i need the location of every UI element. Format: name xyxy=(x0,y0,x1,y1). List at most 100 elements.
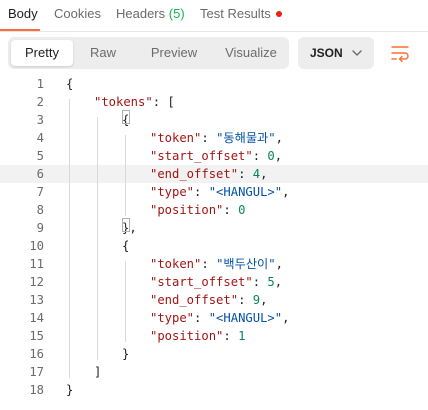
json-punctuation: : xyxy=(201,257,217,271)
line-number: 13 xyxy=(29,293,44,307)
json-key: "start_offset" xyxy=(150,149,253,163)
json-punctuation: : [ xyxy=(152,95,175,109)
bracket-match-close xyxy=(122,218,130,232)
json-key: "position" xyxy=(150,329,224,343)
code-text: ] xyxy=(94,363,101,381)
json-string: "<HANGUL>" xyxy=(208,185,283,199)
json-punctuation: , xyxy=(274,149,283,163)
code-text: "end_offset": 9, xyxy=(150,291,267,309)
json-punctuation: : xyxy=(223,329,239,343)
json-number: 4 xyxy=(252,167,261,181)
json-string: "백두산이" xyxy=(216,257,276,271)
json-punctuation: , xyxy=(275,257,283,271)
line-number: 18 xyxy=(29,383,44,397)
line-number: 12 xyxy=(29,275,44,289)
json-key: "end_offset" xyxy=(150,167,239,181)
code-text: "start_offset": 0, xyxy=(150,147,282,165)
json-punctuation: ] xyxy=(94,365,102,379)
wrap-lines-button[interactable] xyxy=(382,37,418,69)
json-punctuation: : xyxy=(252,275,268,289)
json-number: 5 xyxy=(267,275,275,289)
code-line: 13 "end_offset": 9, xyxy=(0,291,428,309)
tab-test-results-label: Test Results xyxy=(200,6,271,21)
json-punctuation: { xyxy=(122,113,130,127)
line-number: 14 xyxy=(29,311,44,325)
code-line: 9}, xyxy=(0,219,428,237)
code-text: { xyxy=(66,75,73,93)
tab-test-results[interactable]: Test Results xyxy=(200,6,282,22)
visualize-button[interactable]: Visualize xyxy=(225,45,277,60)
json-number: 0 xyxy=(238,203,246,217)
json-key: "token" xyxy=(150,131,202,145)
active-tab-indicator xyxy=(0,29,40,31)
code-line: 8 "position": 0 xyxy=(0,201,428,219)
json-punctuation: , xyxy=(260,167,268,181)
json-punctuation: : xyxy=(201,131,217,145)
code-text: "tokens": [ xyxy=(94,93,175,111)
code-text: "token": "동해물과", xyxy=(150,129,283,147)
json-punctuation: } xyxy=(66,383,74,397)
json-string: "<HANGUL>" xyxy=(208,311,283,325)
json-punctuation: : xyxy=(194,185,209,199)
json-punctuation: : xyxy=(223,203,239,217)
line-number: 16 xyxy=(29,347,44,361)
code-line: 12 "start_offset": 5, xyxy=(0,273,428,291)
line-number: 9 xyxy=(36,221,44,235)
headers-count-badge: (5) xyxy=(168,6,185,21)
json-punctuation: } xyxy=(122,347,130,361)
json-punctuation: , xyxy=(260,293,268,307)
code-text: "position": 1 xyxy=(150,327,245,345)
wrap-lines-icon xyxy=(391,46,409,63)
line-number: 7 xyxy=(36,185,44,199)
json-punctuation: : xyxy=(252,149,268,163)
raw-button[interactable]: Raw xyxy=(89,45,116,60)
indent-guide xyxy=(69,99,70,378)
chevron-down-icon xyxy=(352,50,362,56)
json-punctuation: { xyxy=(122,239,130,253)
json-number: 9 xyxy=(252,293,261,307)
line-number: 11 xyxy=(29,257,44,271)
line-number: 2 xyxy=(36,95,44,109)
code-text: } xyxy=(66,381,73,399)
code-text: "start_offset": 5, xyxy=(150,273,282,291)
json-key: "type" xyxy=(150,311,195,325)
code-line: 1{ xyxy=(0,75,428,93)
line-number: 1 xyxy=(36,77,44,91)
code-line: 10 { xyxy=(0,237,428,255)
view-mode-toggle: Pretty Raw Preview Visualize xyxy=(8,37,289,69)
indent-guide xyxy=(125,135,126,216)
tab-cookies-label: Cookies xyxy=(54,6,101,21)
json-key: "position" xyxy=(150,203,224,217)
code-text: "type": "<HANGUL>", xyxy=(150,309,289,327)
code-line: 17] xyxy=(0,363,428,381)
tab-headers[interactable]: Headers (5) xyxy=(116,6,185,22)
tab-body[interactable]: Body xyxy=(8,6,38,22)
pretty-button[interactable]: Pretty xyxy=(11,40,73,66)
code-line: 2 "tokens": [ xyxy=(0,93,428,111)
code-line: 14 "type": "<HANGUL>", xyxy=(0,309,428,327)
json-punctuation: , xyxy=(282,311,290,325)
json-key: "tokens" xyxy=(94,95,153,109)
tab-body-label: Body xyxy=(8,6,38,21)
line-number: 10 xyxy=(29,239,44,253)
json-punctuation: , xyxy=(282,185,290,199)
line-number: 5 xyxy=(36,149,44,163)
preview-button[interactable]: Preview xyxy=(150,45,198,60)
code-line: 11"token": "백두산이", xyxy=(0,255,428,273)
format-select[interactable]: JSON xyxy=(298,37,374,69)
line-number: 6 xyxy=(36,167,44,181)
json-number: 1 xyxy=(238,329,246,343)
code-line: 4 "token": "동해물과", xyxy=(0,129,428,147)
line-number: 3 xyxy=(36,113,44,127)
code-text: "end_offset": 4, xyxy=(150,165,267,183)
line-number: 4 xyxy=(36,131,44,145)
line-number: 8 xyxy=(36,203,44,217)
indent-guide xyxy=(125,261,126,342)
tab-cookies[interactable]: Cookies xyxy=(54,6,101,22)
code-line: 5 "start_offset": 0, xyxy=(0,147,428,165)
error-dot-icon xyxy=(275,10,282,17)
response-tabs: Body Cookies Headers (5) Test Results xyxy=(0,0,428,32)
line-number: 15 xyxy=(29,329,44,343)
json-key: "end_offset" xyxy=(150,293,239,307)
